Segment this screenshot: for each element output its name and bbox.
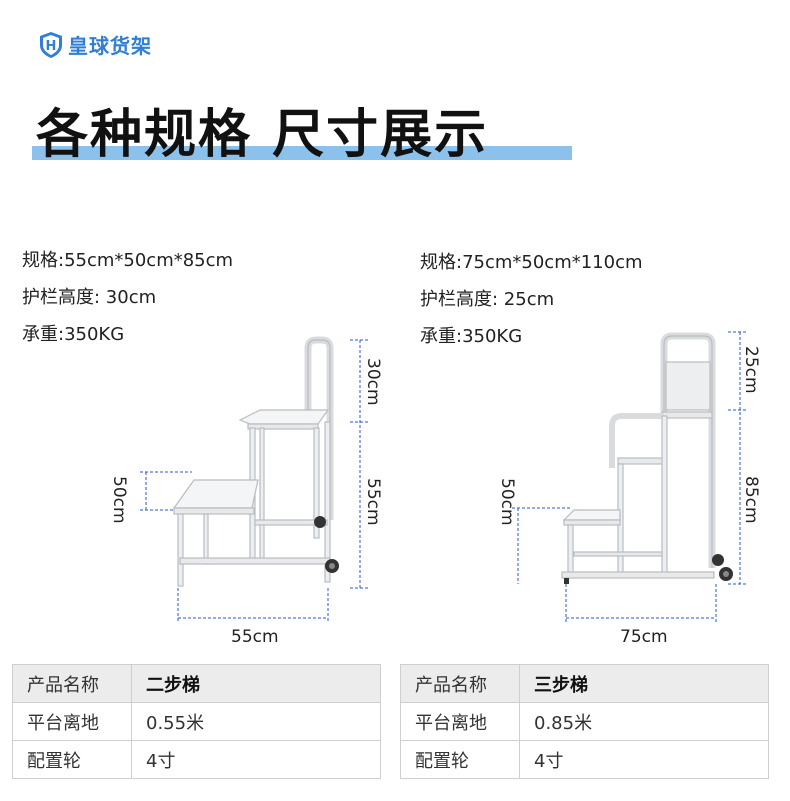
two-step-ladder-illustration: 30cm 55cm 50cm 55cm [109, 336, 383, 647]
table-row: 配置轮 4寸 [12, 740, 381, 779]
left-dim-top: 30cm [363, 358, 383, 406]
left-dim-step: 50cm [109, 476, 129, 524]
table-row: 产品名称 三步梯 [400, 664, 769, 703]
right-specs: 规格:75cm*50cm*110cm 护栏高度: 25cm 承重:350KG [420, 244, 643, 355]
right-table-key-wheel: 配置轮 [400, 740, 520, 779]
wheel-icon [564, 554, 733, 584]
right-table-val-height: 0.85米 [519, 702, 769, 741]
table-row: 平台离地 0.55米 [12, 702, 381, 741]
table-row: 配置轮 4寸 [400, 740, 769, 779]
left-spec-guard-height: 护栏高度: 30cm [22, 287, 157, 308]
shield-logo-icon: H [40, 31, 62, 58]
right-table-val-name: 三步梯 [519, 664, 769, 703]
right-dim-width: 75cm [620, 627, 668, 647]
table-row: 平台离地 0.85米 [400, 702, 769, 741]
three-step-ladder-illustration: 25cm 85cm 50cm 75cm [497, 331, 761, 647]
right-spec-size: 规格:75cm*50cm*110cm [420, 252, 643, 273]
left-product-table: 产品名称 二步梯 平台离地 0.55米 配置轮 4寸 [12, 664, 381, 779]
right-spec-guard-height: 护栏高度: 25cm [420, 289, 555, 310]
right-dim-step: 50cm [497, 478, 517, 526]
left-spec-size: 规格:55cm*50cm*85cm [22, 250, 234, 271]
table-row: 产品名称 二步梯 [12, 664, 381, 703]
left-table-key-name: 产品名称 [12, 664, 132, 703]
right-dim-top: 25cm [741, 346, 761, 394]
wheel-icon [314, 516, 339, 573]
right-dim-mid: 85cm [741, 476, 761, 524]
title-highlight-bar [32, 146, 572, 160]
left-table-val-name: 二步梯 [131, 664, 381, 703]
right-spec-load: 承重:350KG [420, 326, 523, 347]
left-specs: 规格:55cm*50cm*85cm 护栏高度: 30cm 承重:350KG [22, 242, 233, 353]
left-table-key-wheel: 配置轮 [12, 740, 132, 779]
left-table-val-wheel: 4寸 [131, 740, 381, 779]
right-table-val-wheel: 4寸 [519, 740, 769, 779]
right-table-key-name: 产品名称 [400, 664, 520, 703]
left-dim-mid: 55cm [363, 478, 383, 526]
brand-name: 皇球货架 [68, 34, 152, 58]
svg-text:H: H [46, 39, 57, 54]
right-product-table: 产品名称 三步梯 平台离地 0.85米 配置轮 4寸 [400, 664, 769, 779]
right-table-key-height: 平台离地 [400, 702, 520, 741]
brand-logo: H 皇球货架 [38, 30, 152, 59]
left-table-key-height: 平台离地 [12, 702, 132, 741]
left-table-val-height: 0.55米 [131, 702, 381, 741]
page-title-block: 各种规格 尺寸展示 [32, 92, 572, 172]
left-spec-load: 承重:350KG [22, 324, 125, 345]
left-dim-width: 55cm [231, 627, 279, 647]
page-title: 各种规格 尺寸展示 [36, 105, 489, 165]
